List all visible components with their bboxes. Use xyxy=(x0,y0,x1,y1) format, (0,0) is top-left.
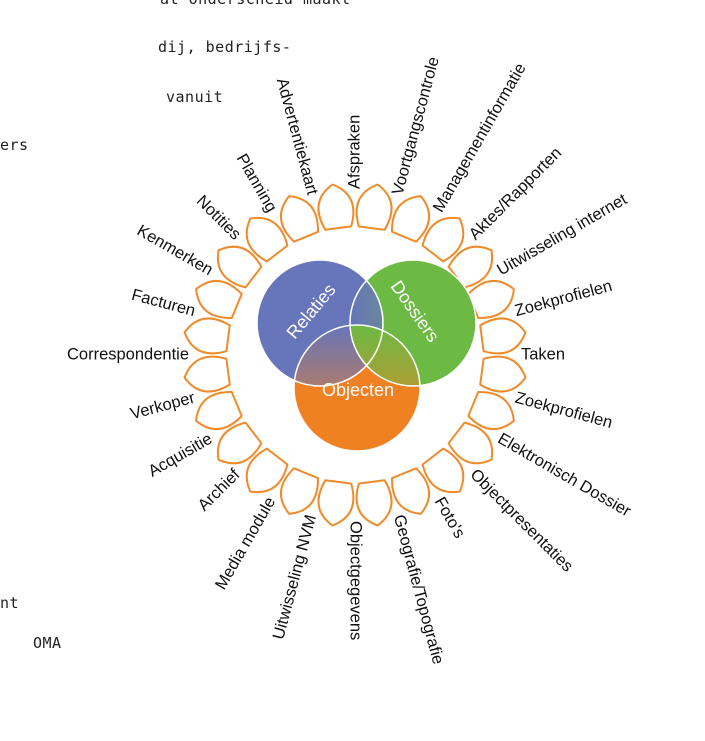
petal xyxy=(317,183,355,231)
text-fragment-1: at onderscheid maakt xyxy=(160,0,351,8)
module-label[interactable]: Notities xyxy=(193,192,245,244)
petal xyxy=(390,195,430,243)
petals xyxy=(183,183,527,527)
petal xyxy=(421,447,465,494)
module-label[interactable]: Foto's xyxy=(431,494,469,541)
module-label[interactable]: Media module xyxy=(212,494,279,593)
module-label[interactable]: Kenmerken xyxy=(134,221,216,279)
module-label[interactable]: Uitwisseling NVM xyxy=(269,513,320,642)
petal xyxy=(216,245,263,289)
module-label[interactable]: Voortgangscontrole xyxy=(389,55,443,197)
module-label[interactable]: Zoekprofielen xyxy=(513,277,614,320)
petal xyxy=(390,467,430,515)
overlap-dossiers-objecten xyxy=(350,325,420,386)
module-label[interactable]: Verkoper xyxy=(128,389,197,424)
module-label[interactable]: Correspondentie xyxy=(67,345,189,363)
text-fragment-5: nt xyxy=(0,594,20,612)
petal xyxy=(421,216,465,263)
module-label[interactable]: Objectgegevens xyxy=(347,521,365,640)
module-label[interactable]: Geografie/Topografie xyxy=(390,513,447,667)
relaties-outline xyxy=(256,259,384,387)
dossiers-outline xyxy=(349,259,477,387)
module-label[interactable]: Facturen xyxy=(130,286,198,320)
petal xyxy=(355,479,393,527)
petal xyxy=(195,280,243,320)
module-label[interactable]: Taken xyxy=(521,345,565,363)
module-label[interactable]: Planning xyxy=(233,151,281,216)
module-label[interactable]: Afspraken xyxy=(345,115,363,189)
text-fragment-3: vanuit xyxy=(166,88,224,106)
objecten-label: Objecten xyxy=(322,380,394,400)
petal xyxy=(245,216,289,263)
petal xyxy=(355,183,393,231)
objecten-outline xyxy=(293,324,421,452)
text-fragment-4: ers xyxy=(0,136,29,154)
petal xyxy=(183,317,231,355)
petal xyxy=(317,479,355,527)
text-fragment-2: dij, bedrijfs- xyxy=(158,38,292,56)
petal xyxy=(195,390,243,430)
petal xyxy=(280,195,320,243)
module-label[interactable]: Acquisitie xyxy=(145,430,215,481)
petal xyxy=(447,421,494,465)
petal xyxy=(467,390,515,430)
text-fragment-6: OMA xyxy=(33,634,62,652)
petal xyxy=(479,355,527,393)
petal xyxy=(280,467,320,515)
module-label[interactable]: Archief xyxy=(194,465,243,514)
petal xyxy=(245,447,289,494)
module-label[interactable]: Advertentiekaart xyxy=(273,76,322,197)
petal xyxy=(479,317,527,355)
petal xyxy=(183,355,231,393)
overlap-relaties-objecten xyxy=(294,325,383,386)
module-label[interactable]: Aktes/Rapporten xyxy=(466,144,566,244)
petal xyxy=(216,421,263,465)
module-label[interactable]: Zoekprofielen xyxy=(513,389,614,432)
